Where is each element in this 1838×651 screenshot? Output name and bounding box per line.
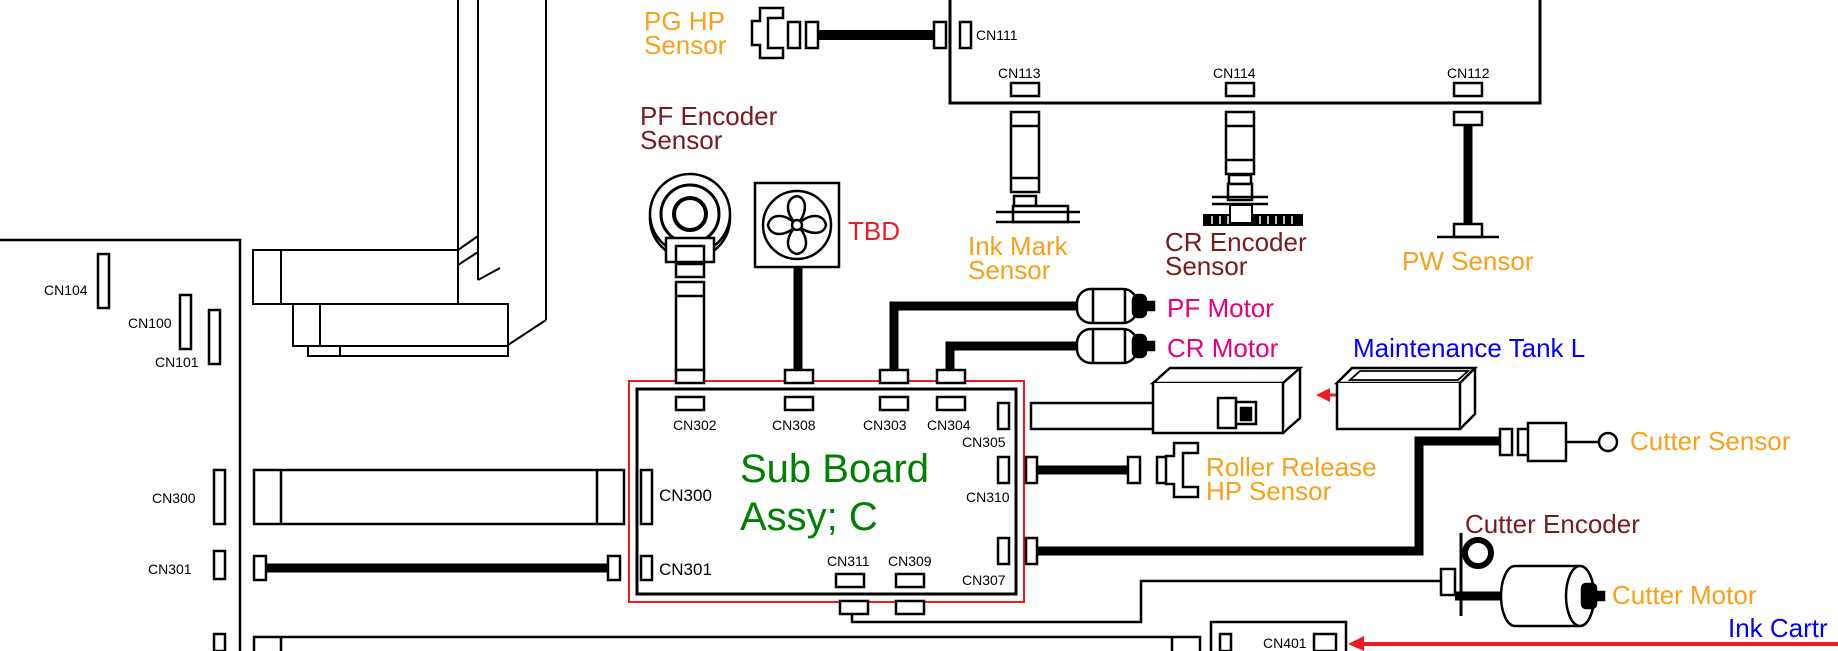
- cutter-encoder: [1459, 533, 1494, 616]
- cr-motor: [1075, 327, 1156, 365]
- maintenance-tank: [1333, 366, 1479, 431]
- cn401-board: [1209, 620, 1348, 651]
- carriage-board: [948, 0, 1542, 105]
- cn113-label: CN113: [998, 65, 1041, 81]
- sub-board-highlight: [628, 380, 1025, 603]
- cr-motor-label: CR Motor: [1167, 333, 1279, 363]
- pg-hp-sensor: [750, 6, 948, 60]
- cutter-sensor-label: Cutter Sensor: [1630, 426, 1791, 456]
- cn301-board-label: CN301: [659, 560, 712, 579]
- sub-board-title-1: Sub Board: [740, 447, 929, 491]
- roller-release-label-1: Roller Release: [1206, 452, 1377, 482]
- cr-encoder-label-2: Sensor: [1165, 251, 1248, 281]
- sub-board-title-2: Assy; C: [740, 495, 878, 539]
- cn300-left-label: CN300: [152, 490, 196, 506]
- sub-board-bottom-connectors: [834, 572, 926, 616]
- tbd-label: TBD: [848, 216, 900, 246]
- ribbon-cable-cn300: [252, 468, 626, 526]
- cn104-label: CN104: [44, 282, 88, 298]
- cable-cn301: [252, 554, 622, 582]
- main-board-outline: [0, 238, 242, 651]
- pw-sensor-label: PW Sensor: [1402, 246, 1534, 276]
- carriage-board-connectors: [958, 20, 1484, 98]
- cn308-label: CN308: [772, 417, 816, 433]
- ink-mark-label-2: Sensor: [968, 255, 1051, 285]
- cr-motor-cable: [945, 341, 1077, 370]
- cn111-label: CN111: [976, 27, 1018, 43]
- upper-left-frame: [252, 0, 547, 357]
- cutter-motor-cable: [850, 579, 1441, 624]
- cr-encoder-sensor: [1212, 110, 1268, 206]
- pf-encoder-label-1: PF Encoder: [640, 101, 778, 131]
- ink-mark-sensor: [996, 110, 1080, 224]
- cn303-label: CN303: [863, 417, 907, 433]
- tank-holder: [1029, 366, 1304, 435]
- ink-cartridge-arrow-head: [1348, 636, 1364, 651]
- cn112-label: CN112: [1447, 65, 1490, 81]
- pf-encoder-sensor: [648, 172, 732, 372]
- cn309-label: CN309: [888, 553, 932, 569]
- cutter-motor-label: Cutter Motor: [1612, 580, 1757, 610]
- pg-hp-sensor-label-2: Sensor: [644, 30, 727, 60]
- pf-motor-cable: [889, 301, 1077, 370]
- roller-release-sensor: [1126, 441, 1200, 499]
- sub-board: [635, 387, 1018, 596]
- bottom-ribbon-cable: [252, 635, 1202, 651]
- cr-encoder-label-1: CR Encoder: [1165, 227, 1307, 257]
- sub-board-top-connectors: [674, 368, 967, 412]
- sub-board-left-connectors: [639, 468, 654, 582]
- cn310-label: CN310: [966, 489, 1010, 505]
- cutter-encoder-label: Cutter Encoder: [1465, 509, 1640, 539]
- fan: [753, 181, 841, 269]
- cutter-motor: [1499, 564, 1606, 628]
- cr-encoder-head: [1229, 204, 1253, 224]
- cn100-label: CN100: [128, 315, 172, 331]
- cn114-label: CN114: [1213, 65, 1256, 81]
- cutter-sensor-cable: [1037, 436, 1500, 556]
- pw-sensor: [1437, 110, 1499, 239]
- pf-encoder-label-2: Sensor: [640, 125, 723, 155]
- pf-motor: [1075, 287, 1156, 325]
- cn304-label: CN304: [927, 417, 971, 433]
- cn300-board-label: CN300: [659, 486, 712, 505]
- left-board-connectors: [96, 252, 227, 651]
- cutter-sensor: [1498, 421, 1619, 463]
- cn401-label: CN401: [1263, 635, 1307, 651]
- ink-mark-label-1: Ink Mark: [968, 231, 1069, 261]
- cn307-label: CN307: [962, 572, 1006, 588]
- maintenance-tank-label: Maintenance Tank L: [1353, 333, 1585, 363]
- pg-hp-sensor-label-1: PG HP: [644, 6, 725, 36]
- cn101-label: CN101: [155, 354, 199, 370]
- tank-insert-arrow: [1316, 388, 1330, 402]
- roller-release-label-2: HP Sensor: [1206, 476, 1332, 506]
- cn311-label: CN311: [827, 553, 870, 569]
- cn302-label: CN302: [673, 417, 717, 433]
- cn301-left-label: CN301: [148, 561, 192, 577]
- pf-motor-label: PF Motor: [1167, 293, 1274, 323]
- cn305-label: CN305: [962, 434, 1006, 450]
- cutter-motor-connector: [1439, 567, 1457, 597]
- ink-cartridge-label: Ink Cartr: [1728, 613, 1828, 643]
